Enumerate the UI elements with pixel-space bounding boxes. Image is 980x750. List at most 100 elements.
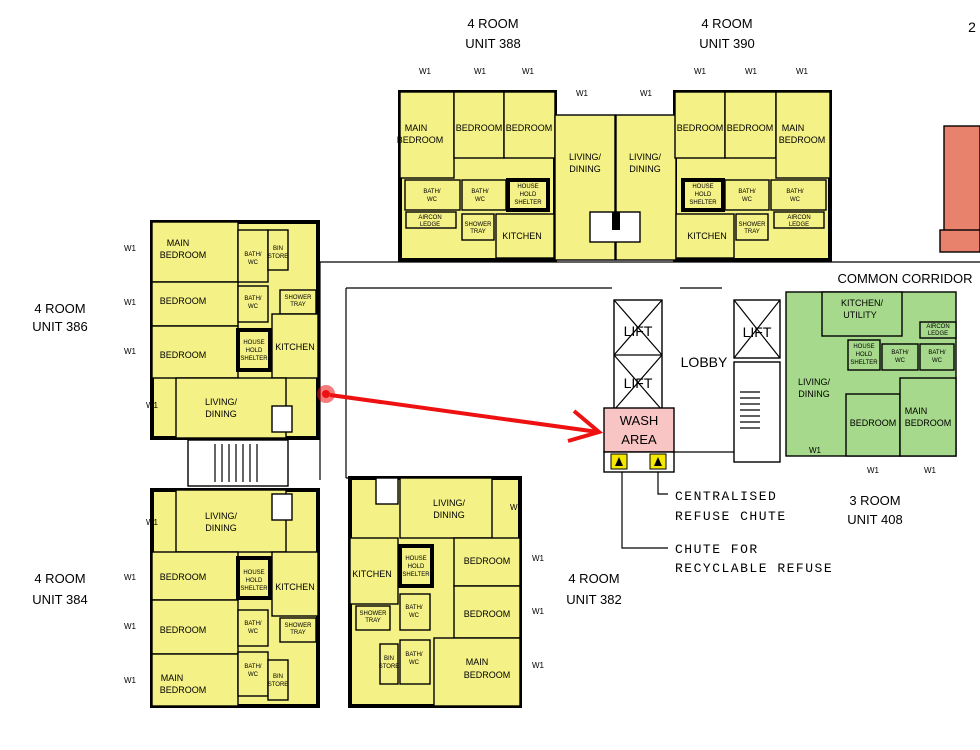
unit-382-bath-2 <box>399 639 431 685</box>
unit-382-living <box>399 477 493 539</box>
wash-label-1: WASH <box>620 413 659 428</box>
room-label: MAIN <box>466 657 489 667</box>
unit-408-number: UNIT 408 <box>847 512 902 527</box>
unit-384-kitchen <box>271 551 319 617</box>
room-label: LEDGE <box>420 222 440 228</box>
room-label: BATH/ <box>786 189 804 195</box>
unit-388-aircon <box>405 211 457 229</box>
room-label: BEDROOM <box>456 123 503 133</box>
room-label: HOUSE <box>243 340 264 346</box>
unit-384-shower <box>279 617 317 643</box>
room-label: SHELTER <box>514 200 542 206</box>
unit-386-bath-1 <box>237 229 269 283</box>
lobby-label: LOBBY <box>681 354 728 370</box>
unit-390-bedroom-2 <box>724 91 777 159</box>
room-label: TRAY <box>470 229 486 235</box>
window-label: W1 <box>124 676 137 685</box>
room-label: DINING <box>569 164 601 174</box>
room-label: KITCHEN/ <box>841 298 884 308</box>
room-label: BEDROOM <box>160 250 207 260</box>
room-label: HOUSE <box>692 184 713 190</box>
unit-384-plan <box>150 488 320 708</box>
unit-388-bath-1 <box>404 179 461 211</box>
corridor-walls <box>319 261 980 480</box>
room-label: LIVING/ <box>205 397 238 407</box>
unit-388-main-bedroom <box>399 91 455 179</box>
room-label: SHELTER <box>240 356 268 362</box>
leader-recyclable <box>621 472 668 549</box>
room-label: AIRCON <box>787 215 810 221</box>
window-label: W1 <box>576 89 589 98</box>
unit-384-shelter <box>236 556 272 600</box>
room-label: KITCHEN <box>687 231 727 241</box>
unit-386-duct <box>271 405 293 433</box>
room-label: WC <box>932 358 943 364</box>
unit-388-plan <box>398 90 616 262</box>
room-label: HOLD <box>408 564 425 570</box>
window-label: W1 <box>796 67 809 76</box>
room-label: BATH/ <box>405 652 423 658</box>
unit-388-type: 4 ROOM <box>467 16 518 31</box>
room-label: SHOWER <box>465 222 493 228</box>
unit-382-plan <box>348 476 522 708</box>
unit-382-main-bedroom <box>433 637 521 707</box>
room-label: BEDROOM <box>727 123 774 133</box>
room-label: BEDROOM <box>160 572 207 582</box>
room-label: BATH/ <box>244 664 262 670</box>
unit-386-living <box>175 377 287 439</box>
unit-386-kitchen <box>271 313 319 379</box>
room-label: HOLD <box>695 192 712 198</box>
unit-388-number: UNIT 388 <box>465 36 520 51</box>
room-label: BEDROOM <box>464 609 511 619</box>
unit-408-plan <box>785 291 957 457</box>
room-label: BATH/ <box>244 296 262 302</box>
room-label: AIRCON <box>926 324 949 330</box>
leader-refuse <box>657 472 668 495</box>
room-label: SHOWER <box>739 222 767 228</box>
unit-390-shelter <box>681 178 725 212</box>
room-label: DINING <box>629 164 661 174</box>
room-label: LIVING/ <box>205 511 238 521</box>
room-label: KITCHEN <box>275 342 315 352</box>
unit-382-bedroom-1 <box>453 537 521 587</box>
lift-label-1: LIFT <box>624 323 653 339</box>
page-number: 2 <box>968 19 976 35</box>
room-label: LIVING/ <box>569 152 602 162</box>
unit-382-duct <box>375 477 399 505</box>
stair-left <box>187 439 289 487</box>
top-duct <box>612 212 620 230</box>
unit-390-bedroom-1 <box>674 91 726 159</box>
unit-408-bath-1 <box>881 343 919 371</box>
unit-390-bath-2 <box>770 179 827 211</box>
room-label: WC <box>248 304 259 310</box>
room-label: BEDROOM <box>160 350 207 360</box>
unit-386-plan <box>150 220 320 440</box>
wash-label-2: AREA <box>621 432 657 447</box>
room-label: AIRCON <box>418 215 441 221</box>
window-label: W1 <box>146 518 159 527</box>
room-label: BEDROOM <box>506 123 553 133</box>
room-label: WC <box>475 197 486 203</box>
unit-386-main-bedroom <box>151 221 239 283</box>
unit-408-main-bedroom <box>899 377 957 457</box>
unit-408-bedroom <box>845 393 901 457</box>
room-label: BATH/ <box>423 189 441 195</box>
room-label: WC <box>790 197 801 203</box>
room-label: MAIN <box>167 238 190 248</box>
unit-408-aircon <box>919 321 957 339</box>
room-label: LIVING/ <box>629 152 662 162</box>
room-label: BEDROOM <box>464 556 511 566</box>
room-label: BEDROOM <box>160 685 207 695</box>
window-label: W1 <box>124 622 137 631</box>
room-label: HOLD <box>520 192 537 198</box>
window-label: W1 <box>640 89 653 98</box>
unit-382-number: UNIT 382 <box>566 592 621 607</box>
unit-408-type: 3 ROOM <box>849 493 900 508</box>
room-label: DINING <box>798 389 830 399</box>
room-label: STORE <box>268 254 289 260</box>
lift-core <box>613 299 781 463</box>
room-label: UTILITY <box>843 310 877 320</box>
unit-388-kitchen <box>495 213 555 259</box>
unit-386-shower <box>279 289 317 315</box>
